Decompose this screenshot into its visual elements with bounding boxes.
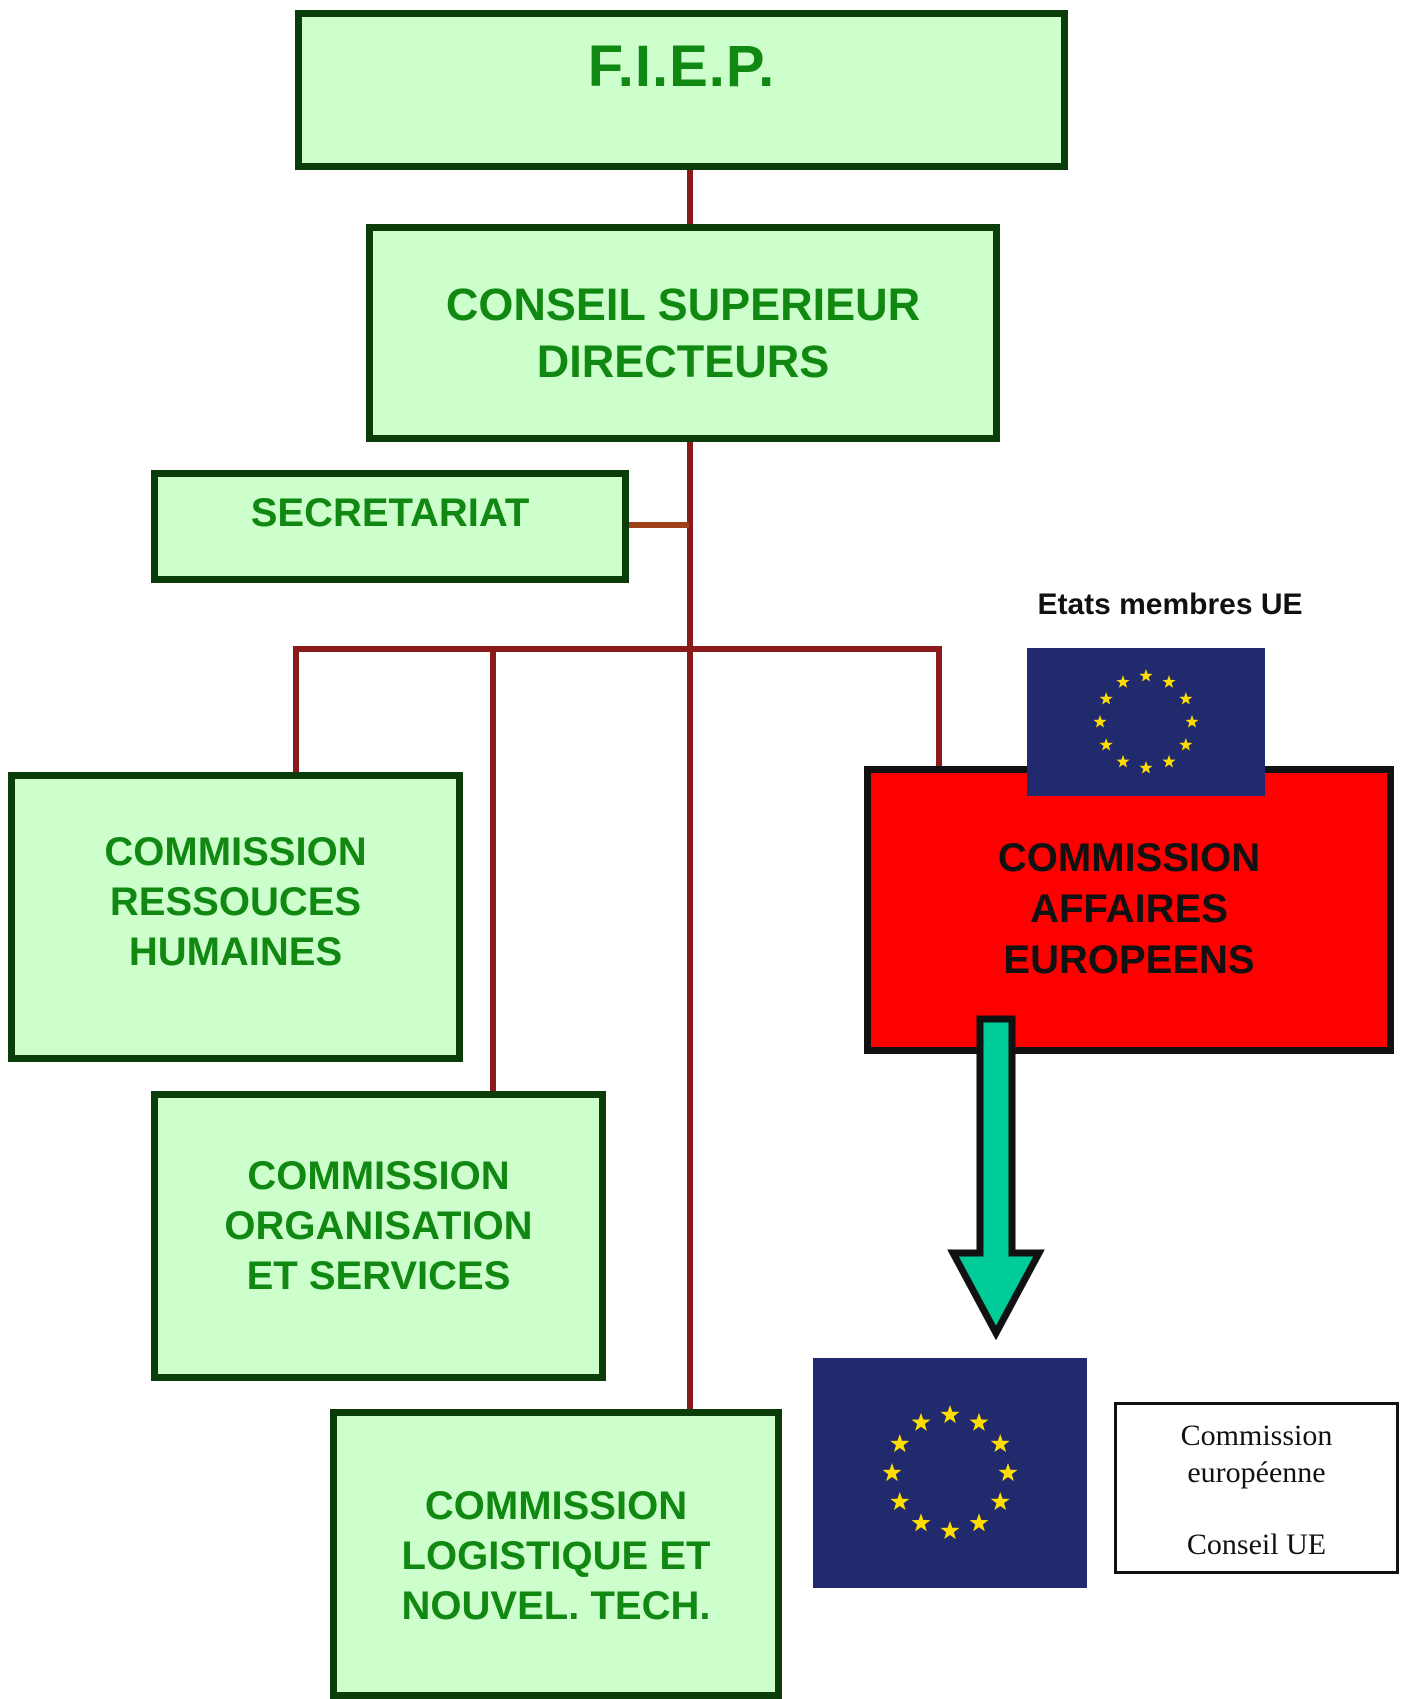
connector-organisation [490, 646, 496, 1093]
eu-bodies-box: Commission européenne Conseil UE [1114, 1402, 1399, 1574]
eu-star-icon [1139, 761, 1153, 774]
commission-label-line: ORGANISATION [224, 1204, 533, 1248]
commission-label-line: ET SERVICES [246, 1254, 511, 1298]
eu-star-icon [990, 1434, 1010, 1453]
eu-star-icon [890, 1434, 910, 1453]
member-states-label: Etats membres UE [1037, 588, 1303, 621]
eu-star-icon [1162, 754, 1176, 768]
fiep-title: F.I.E.P. [587, 34, 776, 99]
commission-label-line: COMMISSION [424, 1484, 688, 1528]
commission-european-affairs-box: COMMISSION AFFAIRES EUROPEENS [864, 766, 1394, 1054]
eu-star-icon [1099, 692, 1113, 705]
council-label-line: DIRECTEURS [536, 336, 830, 387]
eu-star-icon [990, 1492, 1010, 1511]
commission-organisation-box: COMMISSION ORGANISATION ET SERVICES [151, 1091, 606, 1381]
eu-star-icon [1162, 675, 1176, 688]
down-arrow-icon [947, 1015, 1045, 1340]
commission-label-line: LOGISTIQUE ET [401, 1534, 711, 1578]
commission-label-line: HUMAINES [128, 930, 343, 974]
eu-star-icon [911, 1513, 931, 1532]
council-label-line: CONSEIL SUPERIEUR [445, 279, 921, 330]
commission-label-line: COMMISSION [104, 830, 367, 874]
eu-star-icon [940, 1405, 960, 1424]
eu-bodies-line: européenne [1187, 1456, 1326, 1489]
connector-fiep-council [687, 170, 693, 226]
eu-flag-stars [1093, 669, 1199, 774]
eu-star-icon [890, 1492, 910, 1511]
connector-secretariat [627, 522, 689, 528]
eu-bodies-line: Commission [1180, 1419, 1333, 1452]
eu-flag-icon [1027, 648, 1265, 796]
commission-label-line: COMMISSION [247, 1154, 510, 1198]
eu-star-icon [911, 1412, 931, 1431]
eu-star-icon [969, 1513, 989, 1532]
eu-star-icon [940, 1521, 960, 1540]
commission-label-line: AFFAIRES [1030, 887, 1228, 931]
connector-european-affairs [936, 646, 942, 772]
commission-label-line: NOUVEL. TECH. [401, 1584, 711, 1628]
connector-main-trunk [687, 440, 693, 1411]
eu-flag-icon [813, 1358, 1087, 1588]
eu-bodies-line: Conseil UE [1186, 1528, 1327, 1561]
secretariat-label: SECRETARIAT [250, 491, 530, 535]
eu-star-icon [1139, 669, 1153, 682]
eu-star-icon [1099, 738, 1113, 751]
eu-star-icon [1093, 715, 1107, 728]
eu-star-icon [1116, 675, 1130, 688]
eu-star-icon [1179, 738, 1193, 751]
commission-logistics-box: COMMISSION LOGISTIQUE ET NOUVEL. TECH. [330, 1409, 782, 1699]
commission-label-line: COMMISSION [997, 836, 1261, 880]
commission-label-line: EUROPEENS [1003, 938, 1255, 982]
commission-label-line: RESSOUCES [109, 880, 362, 924]
commission-human-resources-box: COMMISSION RESSOUCES HUMAINES [8, 772, 463, 1062]
eu-flag-stars [882, 1405, 1018, 1540]
connector-human-resources [293, 646, 299, 774]
eu-star-icon [1179, 692, 1193, 705]
eu-star-icon [969, 1412, 989, 1431]
eu-star-icon [1185, 715, 1199, 728]
council-box: CONSEIL SUPERIEUR DIRECTEURS [366, 224, 1000, 442]
eu-star-icon [1116, 754, 1130, 768]
eu-star-icon [882, 1463, 902, 1482]
secretariat-box: SECRETARIAT [151, 470, 629, 583]
fiep-box: F.I.E.P. [295, 10, 1068, 170]
eu-star-icon [998, 1463, 1018, 1482]
connector-horizontal-bus [293, 646, 941, 652]
